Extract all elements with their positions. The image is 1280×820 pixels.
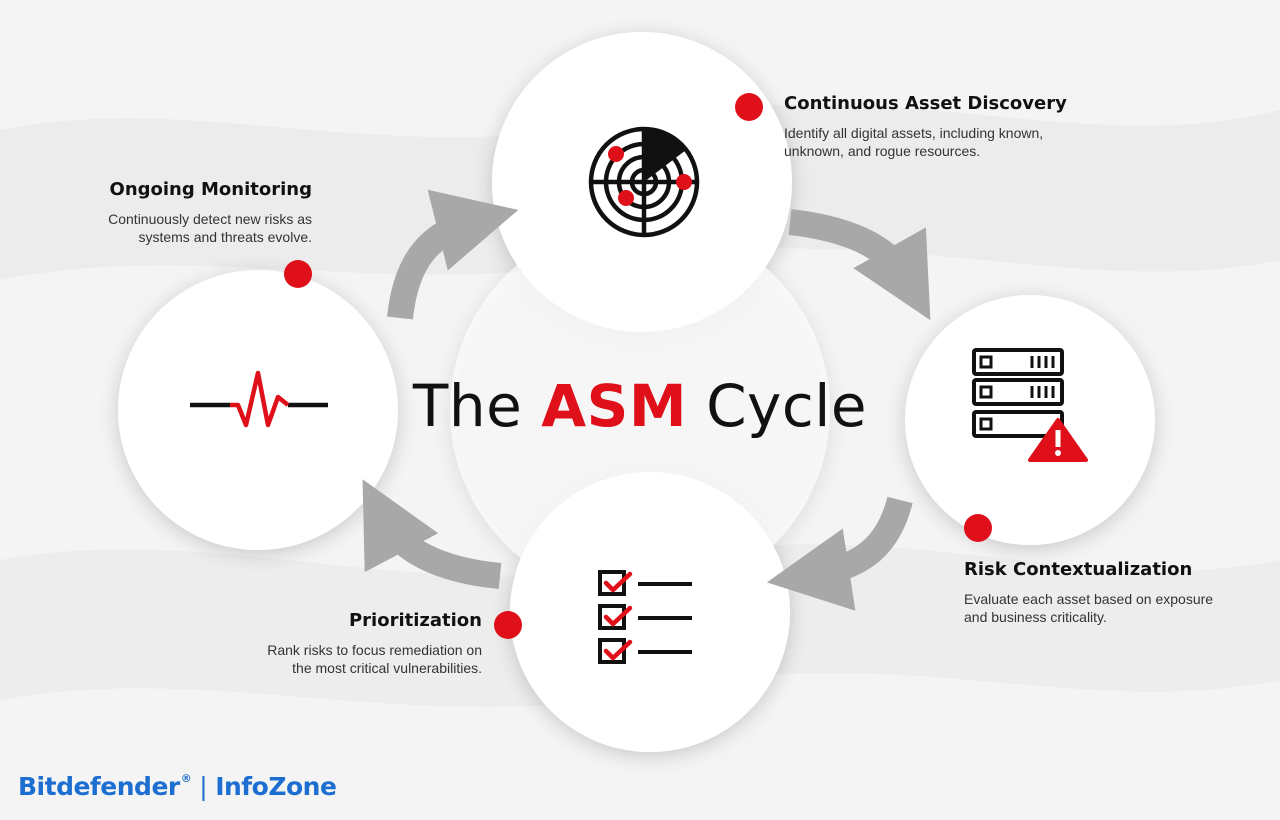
radar-icon bbox=[588, 126, 700, 238]
title-accent: ASM bbox=[541, 372, 688, 440]
step-desc-monitoring: Continuously detect new risks as systems… bbox=[108, 211, 312, 245]
gear-monitoring bbox=[118, 270, 398, 550]
brand-name: Bitdefender bbox=[18, 772, 180, 801]
step-marker-discovery bbox=[735, 93, 763, 121]
gear-risk bbox=[905, 295, 1155, 545]
step-desc-risk: Evaluate each asset based on exposure an… bbox=[964, 591, 1214, 625]
brand-separator: | bbox=[199, 772, 208, 801]
brand-logo: Bitdefender® |InfoZone bbox=[18, 772, 337, 801]
brand-registered-mark: ® bbox=[180, 772, 192, 785]
brand-section: InfoZone bbox=[215, 772, 337, 801]
step-title-risk: Risk Contextualization bbox=[964, 559, 1193, 580]
server-warning-icon bbox=[972, 348, 1088, 462]
step-marker-prioritization bbox=[494, 611, 522, 639]
cycle-arrow bbox=[766, 496, 913, 611]
step-marker-risk bbox=[964, 514, 992, 542]
step-title-discovery: Continuous Asset Discovery bbox=[784, 93, 1067, 114]
checklist-icon bbox=[598, 570, 692, 664]
title-suffix: Cycle bbox=[706, 372, 868, 440]
cycle-arrow bbox=[788, 209, 931, 321]
heartbeat-icon bbox=[190, 370, 328, 428]
cycle-arrow bbox=[362, 479, 502, 589]
step-desc-prioritization: Rank risks to focus remediation on the m… bbox=[267, 642, 482, 676]
step-title-prioritization: Prioritization bbox=[348, 610, 482, 631]
step-title-monitoring: Ongoing Monitoring bbox=[109, 179, 312, 200]
title-prefix: The bbox=[412, 372, 523, 440]
step-desc-discovery: Identify all digital assets, including k… bbox=[784, 125, 1044, 159]
cycle-arrow bbox=[387, 189, 519, 320]
diagram-title: The ASM Cycle bbox=[0, 372, 1280, 440]
center-hub bbox=[450, 220, 830, 600]
step-marker-monitoring bbox=[284, 260, 312, 288]
